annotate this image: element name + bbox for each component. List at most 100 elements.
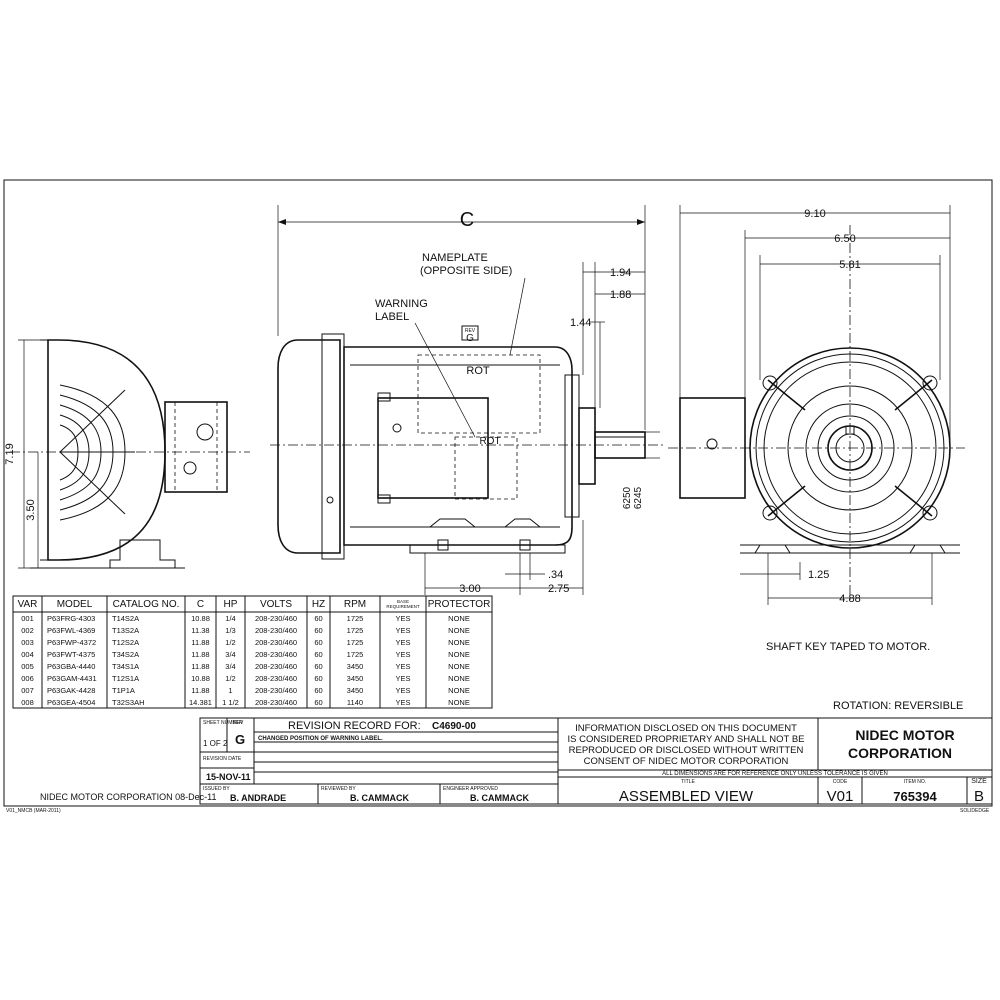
table-cell: T12S2A xyxy=(112,638,139,647)
engineer-approved-value: B. CAMMACK xyxy=(470,793,529,803)
table-cell: 60 xyxy=(314,626,322,635)
footer-corp-date: NIDEC MOTOR CORPORATION 08-Dec-11 xyxy=(40,792,217,802)
table-cell: T13S2A xyxy=(112,626,139,635)
dim-1-25: 1.25 xyxy=(808,569,829,581)
table-header-cell: HP xyxy=(224,599,238,610)
dim-2-75: 2.75 xyxy=(548,583,569,595)
front-view: ROT ROT REV G NAMEPLATE (OPPOSITE SIDE) … xyxy=(270,205,665,595)
company-name-1: NIDEC MOTOR xyxy=(855,727,954,743)
table-cell: 60 xyxy=(314,662,322,671)
table-cell: NONE xyxy=(448,626,470,635)
rot-label-2: ROT xyxy=(479,436,500,447)
rev-label: REV xyxy=(233,720,244,726)
table-cell: 1/4 xyxy=(225,614,235,623)
table-cell: 3450 xyxy=(347,674,364,683)
table-cell: P63FWT-4375 xyxy=(47,650,95,659)
table-cell: 208-230/460 xyxy=(255,638,297,647)
rev-tag: G xyxy=(466,333,474,344)
notice-line-1: INFORMATION DISCLOSED ON THIS DOCUMENT xyxy=(575,723,797,734)
warning-callout-2: LABEL xyxy=(375,311,409,323)
code-label: CODE xyxy=(833,779,848,785)
table-cell: P63GEA-4504 xyxy=(47,698,95,707)
table-cell: 1 xyxy=(228,686,232,695)
dim-3-50: 3.50 xyxy=(25,499,37,520)
dim-5-81: 5.81 xyxy=(839,259,860,271)
table-cell: 208-230/460 xyxy=(255,698,297,707)
rev-tag-small: REV xyxy=(465,328,476,334)
revision-record-number: C4690-00 xyxy=(432,721,476,732)
table-cell: 1725 xyxy=(347,638,364,647)
nameplate-callout-1: NAMEPLATE xyxy=(422,252,488,264)
table-cell: NONE xyxy=(448,662,470,671)
nameplate-callout-2: (OPPOSITE SIDE) xyxy=(420,265,512,277)
issued-by-label: ISSUED BY xyxy=(203,786,230,792)
table-cell: 004 xyxy=(21,650,34,659)
table-header-cell: BASE xyxy=(397,599,409,604)
item-number-value: 765394 xyxy=(893,789,937,804)
table-cell: T32S3AH xyxy=(112,698,145,707)
table-header-cell: MODEL xyxy=(57,599,93,610)
dim-1-44: 1.44 xyxy=(570,317,591,329)
table-cell: NONE xyxy=(448,686,470,695)
table-cell: NONE xyxy=(448,698,470,707)
table-cell: 11.88 xyxy=(191,662,209,671)
table-cell: 002 xyxy=(21,626,34,635)
rev-value: G xyxy=(235,732,245,747)
dim-6245: 6245 xyxy=(633,486,644,509)
table-cell: 1/2 xyxy=(225,638,235,647)
table-cell: 10.88 xyxy=(191,674,210,683)
table-cell: P63GBA-4440 xyxy=(47,662,95,671)
table-cell: YES xyxy=(395,686,410,695)
revision-date-value: 15-NOV-11 xyxy=(206,772,251,782)
footer-solid-edge: SOLIDEDGE xyxy=(960,808,990,814)
table-cell: YES xyxy=(395,662,410,671)
table-header-cell: RPM xyxy=(344,599,366,610)
title-block: INFORMATION DISCLOSED ON THIS DOCUMENT I… xyxy=(557,717,993,805)
dim-1-88: 1.88 xyxy=(610,289,631,301)
dim-3-00: 3.00 xyxy=(459,583,480,595)
rotation-note: ROTATION: REVERSIBLE xyxy=(833,700,963,712)
table-cell: 1725 xyxy=(347,614,364,623)
size-label: SIZE xyxy=(971,778,987,785)
revision-record-title: REVISION RECORD FOR: xyxy=(288,720,421,732)
table-cell: YES xyxy=(395,650,410,659)
table-cell: 208-230/460 xyxy=(255,650,297,659)
table-cell: 1140 xyxy=(347,698,363,707)
table-cell: 1/3 xyxy=(225,626,235,635)
dim-6-50: 6.50 xyxy=(834,233,855,245)
engineer-approved-label: ENGINEER APPROVED xyxy=(443,786,498,792)
notice-line-2: IS CONSIDERED PROPRIETARY AND SHALL NOT … xyxy=(567,734,804,745)
table-cell: T12S1A xyxy=(112,674,139,683)
table-cell: 208-230/460 xyxy=(255,674,297,683)
table-cell: T34S1A xyxy=(112,662,139,671)
table-cell: 10.88 xyxy=(191,614,210,623)
table-cell: 14.381 xyxy=(189,698,212,707)
left-side-view: 7.19 3.50 xyxy=(4,339,250,569)
table-cell: NONE xyxy=(448,638,470,647)
table-cell: P63GAK-4428 xyxy=(47,686,95,695)
table-cell: T1P1A xyxy=(112,686,135,695)
dim-4-88: 4.88 xyxy=(839,593,860,605)
table-cell: T14S2A xyxy=(112,614,139,623)
table-cell: 1725 xyxy=(347,626,364,635)
table-cell: 60 xyxy=(314,650,322,659)
shaft-key-note: SHAFT KEY TAPED TO MOTOR. xyxy=(766,641,930,653)
table-header-cell: VOLTS xyxy=(260,599,292,610)
title-value: ASSEMBLED VIEW xyxy=(619,788,754,805)
table-cell: 208-230/460 xyxy=(255,686,297,695)
notice-line-3: REPRODUCED OR DISCLOSED WITHOUT WRITTEN xyxy=(569,745,804,756)
table-cell: 60 xyxy=(314,698,322,707)
notice-line-4: CONSENT OF NIDEC MOTOR CORPORATION xyxy=(584,756,789,767)
table-cell: 208-230/460 xyxy=(255,614,297,623)
table-header-cell: HZ xyxy=(312,599,325,610)
code-value: V01 xyxy=(827,788,854,805)
table-cell: 11.38 xyxy=(191,626,209,635)
sheet-border xyxy=(3,179,993,807)
dim-0-34: .34 xyxy=(548,569,563,581)
warning-callout-1: WARNING xyxy=(375,298,428,310)
table-cell: 005 xyxy=(21,662,34,671)
table-cell: 3/4 xyxy=(225,650,235,659)
table-cell: YES xyxy=(395,698,410,707)
table-cell: NONE xyxy=(448,614,470,623)
